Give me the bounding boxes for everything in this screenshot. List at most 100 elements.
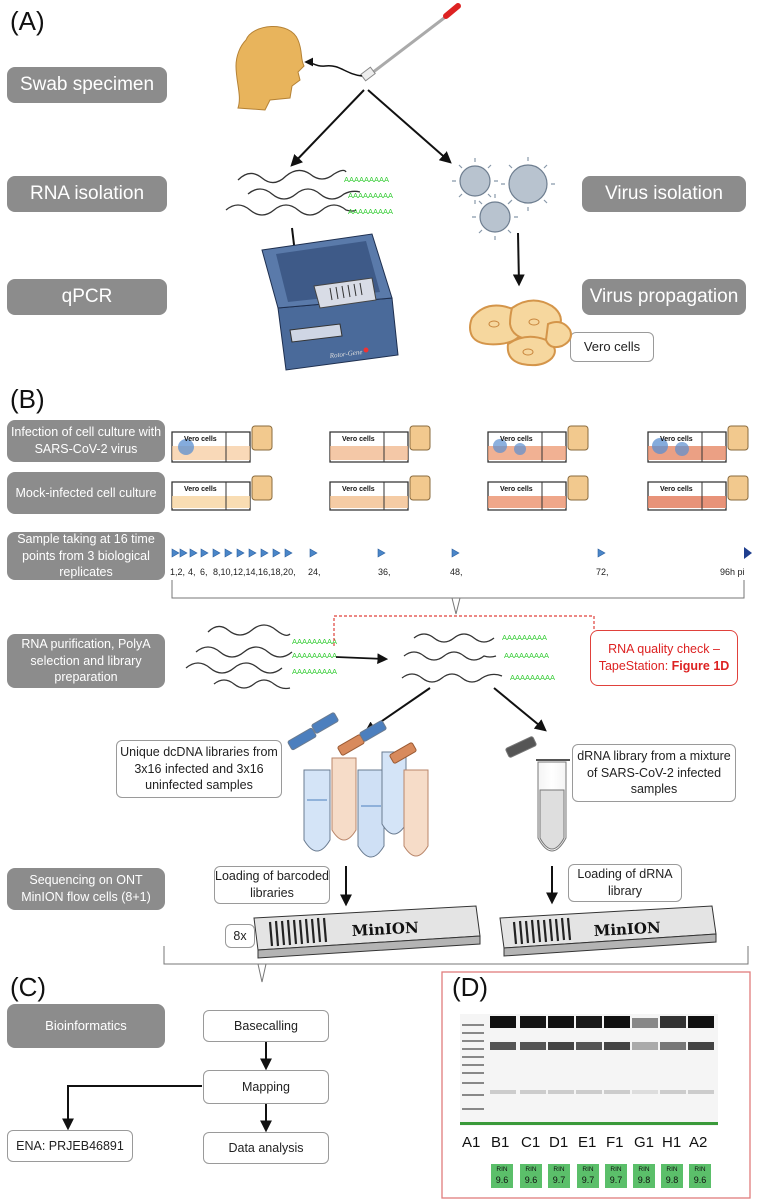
virus-propagation-box: Virus propagation: [582, 279, 746, 315]
swab-icon: [360, 3, 461, 82]
lane-label: A1: [462, 1134, 481, 1151]
flask-mock-1: Vero cells: [171, 475, 273, 511]
timeline-label: 24,: [308, 567, 321, 577]
flask-label: Vero cells: [660, 486, 693, 493]
minion-brand-1: MinION: [351, 918, 419, 939]
rin-badge: RIN 9.7: [548, 1164, 570, 1188]
drna-library-box: dRNA library from a mixture of SARS-CoV-…: [572, 744, 736, 802]
lane-label: G1: [634, 1134, 655, 1151]
gel-lanes: [490, 1016, 714, 1094]
arrow-to-selected: [335, 653, 389, 665]
rin-label: RIN: [553, 1166, 565, 1173]
basecalling-box: Basecalling: [203, 1010, 329, 1042]
rin-value: 9.7: [609, 1175, 623, 1185]
rin-label: RIN: [638, 1166, 650, 1173]
polya-b2: AAAAAAAAA: [292, 651, 337, 660]
lane-label: B1: [491, 1134, 510, 1151]
lane-label: D1: [549, 1134, 569, 1151]
minion-device-1: MinION: [253, 905, 481, 959]
quality-figure-ref: Figure 1D: [671, 659, 730, 673]
dcdna-libraries-box: Unique dcDNA libraries from 3x16 infecte…: [116, 740, 282, 798]
rin-badge: RIN 9.6: [491, 1164, 513, 1188]
lane-label: A2: [689, 1134, 708, 1151]
rin-value: 9.6: [495, 1175, 509, 1185]
flask-infected-2: Vero cells: [329, 425, 431, 463]
flask-mock-3: Vero cells: [487, 475, 589, 511]
rin-value: 9.6: [693, 1175, 707, 1185]
sequencing-box: Sequencing on ONT MinION flow cells (8+1…: [7, 868, 165, 910]
quality-check-text: RNA quality check – TapeStation:: [598, 642, 720, 673]
arrow-to-head: [304, 57, 363, 77]
gel-background: [460, 1014, 718, 1126]
arrow-to-virus: [367, 89, 452, 164]
rna-quality-check-box: RNA quality check – TapeStation: Figure …: [590, 630, 738, 686]
mock-infected-box: Mock-infected cell culture: [7, 472, 165, 514]
virus-isolation-box: Virus isolation: [582, 176, 746, 212]
loading-drna-box: Loading of dRNA library: [568, 864, 682, 902]
rin-value: 9.8: [637, 1175, 651, 1185]
lane-label: F1: [606, 1134, 624, 1151]
vero-cells-label: Vero cells: [570, 332, 654, 362]
timeline-label: 96h pi: [720, 567, 745, 577]
quality-check-connector: [333, 615, 595, 646]
qpcr-box: qPCR: [7, 279, 167, 315]
minion-device-2: MinION: [499, 905, 717, 957]
head-icon: [235, 26, 305, 111]
minion-brand-2: MinION: [593, 918, 661, 939]
gel-marker-line: [460, 1122, 718, 1125]
flask-label: Vero cells: [342, 486, 375, 493]
flask-mock-4: Vero cells: [647, 475, 749, 511]
rin-label: RIN: [610, 1166, 622, 1173]
rna-isolation-box: RNA isolation: [7, 176, 167, 212]
virus-icon: [452, 157, 555, 240]
rin-label: RIN: [525, 1166, 537, 1173]
infection-box: Infection of cell culture with SARS-CoV-…: [7, 420, 165, 462]
rna-strands-b-right: [401, 633, 503, 683]
arrow-to-drna: [493, 687, 547, 732]
arrow-to-ena: [62, 1085, 202, 1131]
panel-d-label: (D): [452, 972, 489, 1002]
polya-a3: AAAAAAAAA: [348, 207, 393, 216]
swab-specimen-box: Swab specimen: [7, 67, 167, 103]
data-analysis-box: Data analysis: [203, 1132, 329, 1164]
flask-infected-1: Vero cells: [171, 425, 273, 463]
rna-strands-a: [225, 169, 361, 216]
vero-cells-icon: [469, 299, 572, 367]
loading-barcoded-box: Loading of barcoded libraries: [214, 866, 330, 904]
polya-b3: AAAAAAAAA: [292, 667, 337, 676]
lane-label: H1: [662, 1134, 682, 1151]
gel-ladder: [462, 1024, 484, 1110]
panel-c-label: (C): [10, 972, 47, 1002]
flask-mock-2: Vero cells: [329, 475, 431, 511]
rin-label: RIN: [496, 1166, 508, 1173]
sample-taking-box: Sample taking at 16 time points from 3 b…: [7, 532, 165, 580]
lane-label: E1: [578, 1134, 597, 1151]
rna-purification-box: RNA purification, PolyA selection and li…: [7, 634, 165, 688]
timeline-label: 6,: [200, 567, 208, 577]
polya-b4: AAAAAAAAA: [502, 633, 547, 642]
timeline-label: 1,2,: [170, 567, 186, 577]
rin-badge: RIN 9.7: [605, 1164, 627, 1188]
panel-b-label: (B): [10, 384, 45, 414]
rin-value: 9.6: [524, 1175, 538, 1185]
rin-badge: RIN 9.6: [520, 1164, 542, 1188]
polya-b5: AAAAAAAAA: [504, 651, 549, 660]
panel-a-label: (A): [10, 6, 45, 36]
timeline-label: 36,: [378, 567, 391, 577]
flask-label: Vero cells: [342, 436, 375, 443]
arrow-to-rna: [290, 89, 365, 167]
count-8x-label: 8x: [225, 924, 255, 948]
timeline-bracket: [171, 580, 745, 599]
timeline-label: 4,: [188, 567, 196, 577]
polya-a2: AAAAAAAAA: [348, 191, 393, 200]
rin-value: 9.7: [552, 1175, 566, 1185]
lane-label: C1: [521, 1134, 541, 1151]
tube-drna-icon: [505, 736, 570, 852]
tubes-dcdna-icon: [287, 712, 429, 858]
bioinformatics-box: Bioinformatics: [7, 1004, 165, 1048]
polya-b1: AAAAAAAAA: [292, 637, 337, 646]
rin-label: RIN: [582, 1166, 594, 1173]
flask-label: Vero cells: [184, 486, 217, 493]
